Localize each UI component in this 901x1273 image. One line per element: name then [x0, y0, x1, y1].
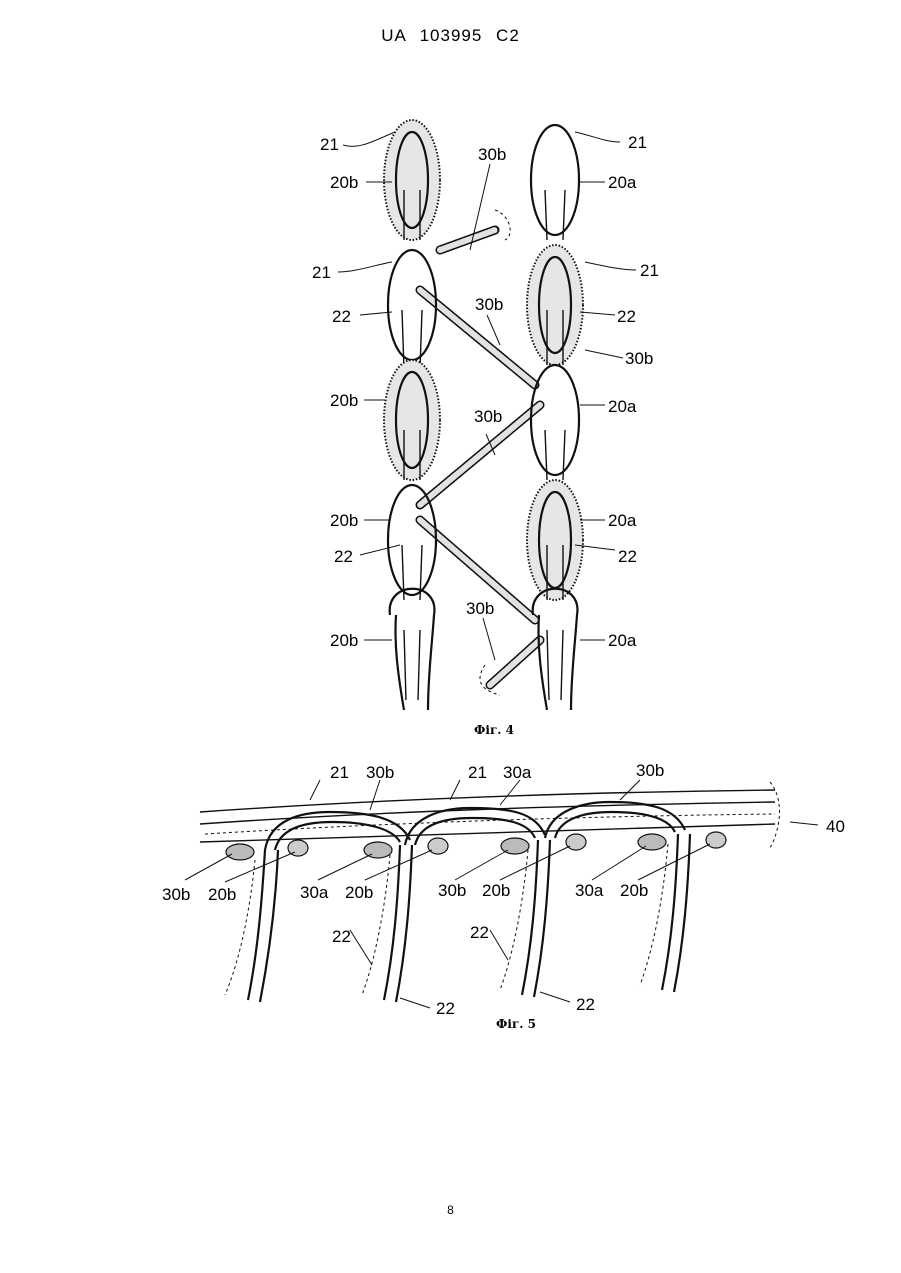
label-mid-30b-4: 30b [466, 599, 494, 618]
label-right-20a-2: 20a [608, 397, 637, 416]
label-bottom-30b-2: 30b [438, 881, 466, 900]
label-left-22-2: 22 [334, 547, 353, 566]
label-right-22-1: 22 [617, 307, 636, 326]
label-left-22-1: 22 [332, 307, 351, 326]
label-bottom-30a-2: 30a [575, 881, 604, 900]
label-mid-30b-2: 30b [475, 295, 503, 314]
label-left-21-top: 21 [320, 135, 339, 154]
label-top-21-2: 21 [468, 763, 487, 782]
label-mid-30b-3: 30b [474, 407, 502, 426]
document-header: UA 103995 C2 [0, 26, 901, 46]
label-left-20b-1: 20b [330, 173, 358, 192]
label-left-20b-3: 20b [330, 511, 358, 530]
left-chain [384, 120, 440, 710]
figure-5-caption: Фіг. 5 [496, 1017, 536, 1031]
label-left-20b-2: 20b [330, 391, 358, 410]
label-bottom-20b-1: 20b [208, 885, 236, 904]
label-loop-22-5: 22 [232, 1003, 251, 1022]
figure-4-caption: Фіг. 4 [474, 723, 514, 737]
label-right-30b: 30b [625, 349, 653, 368]
label-right-20a-3: 20a [608, 511, 637, 530]
label-bottom-20b-4: 20b [620, 881, 648, 900]
yarn-cross-sections [226, 832, 726, 860]
label-top-30a-1: 30a [503, 763, 532, 782]
label-right-21-top: 21 [628, 133, 647, 152]
label-top-21-1: 21 [330, 763, 349, 782]
label-right-20a-4: 20a [608, 631, 637, 650]
label-top-30b-1: 30b [366, 763, 394, 782]
label-right-21-mid: 21 [640, 261, 659, 280]
label-left-21-mid: 21 [312, 263, 331, 282]
figure-5-drawing: 21 30b 21 30a 30b 40 30b 20b 30a 20b 30b… [0, 750, 901, 1040]
label-40: 40 [826, 817, 845, 836]
label-left-20b-4: 20b [330, 631, 358, 650]
label-bottom-30b-1: 30b [162, 885, 190, 904]
label-top-30b-2: 30b [636, 761, 664, 780]
label-right-22-2: 22 [618, 547, 637, 566]
hanging-loops [225, 834, 690, 1002]
figure-4-drawing: 21 20b 21 22 20b 20b 22 20b 21 20a 21 22… [0, 100, 901, 750]
label-mid-30b-1: 30b [478, 145, 506, 164]
label-loop-22-4: 22 [576, 995, 595, 1014]
label-bottom-20b-3: 20b [482, 881, 510, 900]
label-bottom-30a-1: 30a [300, 883, 329, 902]
page-number: 8 [0, 1203, 901, 1217]
label-right-20a-1: 20a [608, 173, 637, 192]
label-loop-22-3: 22 [436, 999, 455, 1018]
label-loop-22-1: 22 [332, 927, 351, 946]
label-bottom-20b-2: 20b [345, 883, 373, 902]
label-loop-22-2: 22 [470, 923, 489, 942]
